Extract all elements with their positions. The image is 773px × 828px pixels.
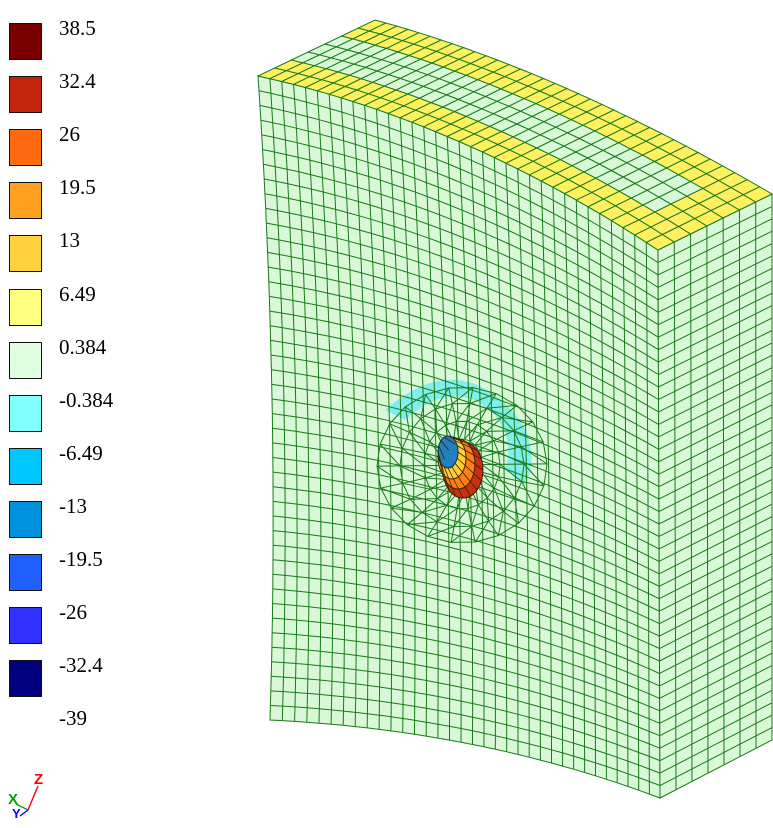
x-axis-label: X [8,791,18,808]
legend-swatch [9,288,42,326]
hole-refinement-zone [376,387,548,543]
legend-label: 26 [59,122,80,147]
legend-swatch [9,394,42,432]
legend-swatch [9,500,42,538]
legend-swatch [9,76,42,114]
legend-swatch [9,554,42,591]
legend-swatch [9,660,42,698]
side-face-mesh [657,193,773,799]
z-axis-line [27,785,39,811]
x-axis-line [15,803,29,811]
top-face-mesh [256,19,773,251]
y-axis-label: Y [12,806,21,818]
legend-label: -6.49 [59,440,103,465]
legend-swatch [9,447,42,485]
legend-swatch [9,182,42,220]
legend-label: 0.384 [59,334,107,359]
legend-label: 13 [59,228,80,253]
legend-label: 6.49 [59,281,96,306]
legend-label: -19.5 [59,547,103,571]
contour-legend: 38.5 32.4 26 19.5 13 6.49 0.384 -0.384 -6.49 -13 -… [0,0,200,828]
legend-swatch [9,341,42,379]
legend-label: 38.5 [59,16,96,40]
legend-label: 32.4 [59,69,96,94]
legend-label: -32.4 [59,653,103,678]
legend-label: 19.5 [59,175,96,200]
legend-label: -39 [59,706,87,731]
legend-swatch [9,129,42,167]
legend-swatch [9,235,42,273]
legend-label: -26 [59,600,87,625]
legend-swatch [9,23,42,60]
legend-swatch [9,607,42,645]
legend-label: -13 [59,493,87,518]
axis-triad: Z X Y [8,768,48,821]
y-axis-line [19,809,29,817]
z-axis-label: Z [34,771,43,788]
legend-label: -0.384 [59,387,114,412]
